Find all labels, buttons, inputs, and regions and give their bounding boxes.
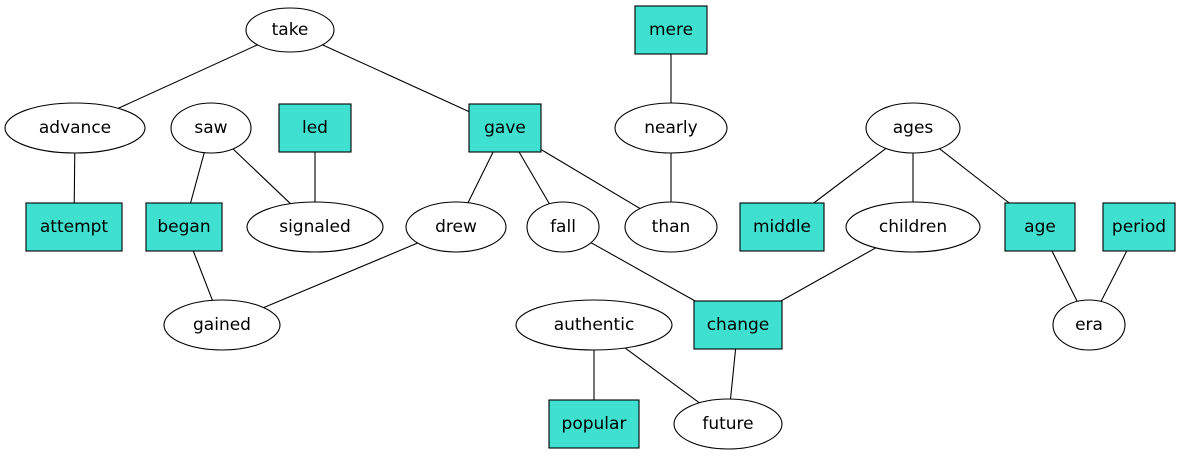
node-signaled: signaled [246, 201, 384, 253]
box-node-shape [548, 399, 640, 449]
ellipse-node-shape [614, 102, 728, 154]
edge-gave-than [540, 148, 641, 209]
edge-change-future [729, 348, 737, 400]
ellipse-node-shape [526, 201, 600, 253]
edge-began-gained [192, 250, 213, 301]
ellipse-node-shape [4, 102, 146, 154]
node-mere: mere [634, 5, 708, 55]
node-label: saw [194, 118, 227, 138]
ellipse-node-shape [1052, 299, 1126, 351]
node-middle: middle [739, 202, 825, 252]
box-node-shape [739, 202, 825, 252]
node-label: ages [893, 118, 934, 138]
node-drew: drew [405, 201, 507, 253]
node-attempt: attempt [25, 202, 123, 252]
node-gave: gave [468, 103, 542, 153]
ellipse-node-shape [515, 299, 673, 351]
ellipse-node-shape [845, 201, 981, 253]
node-ages: ages [865, 102, 961, 154]
node-label: began [157, 217, 210, 237]
ellipse-node-shape [673, 398, 783, 450]
node-label: attempt [40, 217, 109, 237]
node-advance: advance [4, 102, 146, 154]
box-node-shape [634, 5, 708, 55]
node-label: fall [550, 217, 576, 237]
ellipse-node-shape [624, 201, 718, 253]
node-saw: saw [170, 102, 252, 154]
edge-drew-gained [263, 242, 418, 309]
node-label: take [272, 20, 309, 40]
edge-authentic-future [624, 347, 700, 404]
node-label: than [652, 217, 691, 237]
node-age: age [1004, 202, 1076, 252]
box-node-shape [25, 202, 123, 252]
node-label: gave [484, 118, 526, 138]
ellipse-node-shape [170, 102, 252, 154]
node-take: take [245, 7, 335, 53]
box-node-shape [468, 103, 542, 153]
node-label: mere [649, 20, 693, 40]
box-node-shape [693, 300, 783, 350]
node-era: era [1052, 299, 1126, 351]
node-label: drew [435, 217, 477, 237]
edge-age-era [1051, 250, 1078, 302]
node-authentic: authentic [515, 299, 673, 351]
edge-advance-attempt [73, 152, 76, 204]
edge-gave-drew [467, 151, 494, 203]
edge-saw-began [190, 152, 205, 204]
node-label: children [879, 217, 947, 237]
node-label: signaled [279, 217, 351, 237]
node-future: future [673, 398, 783, 450]
edge-period-era [1100, 250, 1128, 302]
graph-nodes: take mere advance saw led gave nearly ages attem… [4, 5, 1176, 450]
node-label: gained [193, 315, 251, 335]
graph-edges [73, 44, 1128, 404]
edge-ages-middle [813, 148, 887, 204]
edge-saw-signaled [232, 148, 291, 205]
edge-children-change [780, 247, 877, 302]
node-label: era [1075, 315, 1103, 335]
node-change: change [693, 300, 783, 350]
edge-fall-change [590, 242, 696, 302]
node-label: future [702, 414, 753, 434]
node-led: led [278, 103, 352, 153]
box-node-shape [1004, 202, 1076, 252]
node-label: authentic [554, 315, 635, 335]
ellipse-node-shape [405, 201, 507, 253]
edge-gave-fall [518, 151, 550, 205]
box-node-shape [1102, 202, 1176, 252]
node-popular: popular [548, 399, 640, 449]
node-than: than [624, 201, 718, 253]
ellipse-node-shape [163, 299, 281, 351]
node-gained: gained [163, 299, 281, 351]
node-label: led [302, 118, 328, 138]
node-label: change [707, 315, 770, 335]
edge-take-advance [117, 44, 258, 109]
node-label: age [1024, 217, 1056, 237]
box-node-shape [278, 103, 352, 153]
ellipse-node-shape [865, 102, 961, 154]
node-label: period [1112, 217, 1166, 237]
node-children: children [845, 201, 981, 253]
node-label: advance [39, 118, 111, 138]
box-node-shape [145, 202, 223, 252]
node-period: period [1102, 202, 1176, 252]
node-label: middle [753, 217, 811, 237]
node-began: began [145, 202, 223, 252]
node-label: nearly [644, 118, 697, 138]
edge-take-gave [322, 44, 470, 113]
ellipse-node-shape [245, 7, 335, 53]
ellipse-node-shape [246, 201, 384, 253]
node-fall: fall [526, 201, 600, 253]
edge-ages-age [939, 148, 1010, 204]
node-label: popular [562, 414, 627, 434]
node-nearly: nearly [614, 102, 728, 154]
